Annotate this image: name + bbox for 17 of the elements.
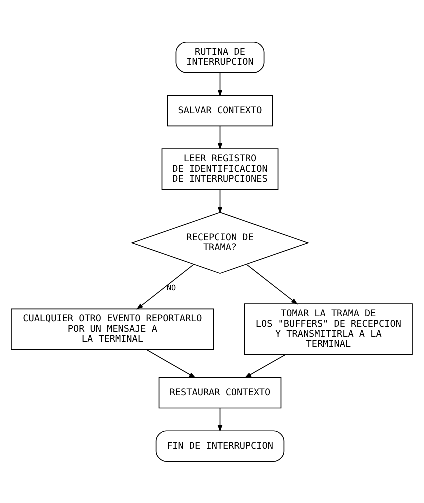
- arrow: [246, 264, 298, 304]
- arrow: [244, 354, 286, 378]
- node-box: RESTAURAR CONTEXTO: [158, 376, 282, 408]
- arrow: [136, 264, 194, 310]
- node-box: SALVAR CONTEXTO: [167, 94, 274, 126]
- arrow: [146, 348, 196, 378]
- node-box: CUALQUIER OTRO EVENTO REPORTARLO POR UN MENSAJE A LA TERMINAL: [11, 308, 214, 350]
- node-box: LEER REGISTRO DE IDENTIFICACION DE INTERRUPCIONES: [162, 148, 279, 190]
- node-box: FIN DE INTERRUPCION: [156, 430, 285, 462]
- arrow: [218, 126, 223, 150]
- node-diamond: RECEPCION DE TRAMA?: [130, 212, 310, 274]
- arrow: [218, 72, 223, 96]
- node-box: TOMAR LA TRAMA DE LOS "BUFFERS" DE RECEPCION Y TRANSMITIRLA A LA TERMINAL: [244, 303, 413, 355]
- arrow: [218, 408, 223, 432]
- arrow: [218, 189, 223, 214]
- node-box: RUTINA DE INTERRUPCION: [176, 41, 265, 73]
- edge-label: NO: [166, 283, 176, 292]
